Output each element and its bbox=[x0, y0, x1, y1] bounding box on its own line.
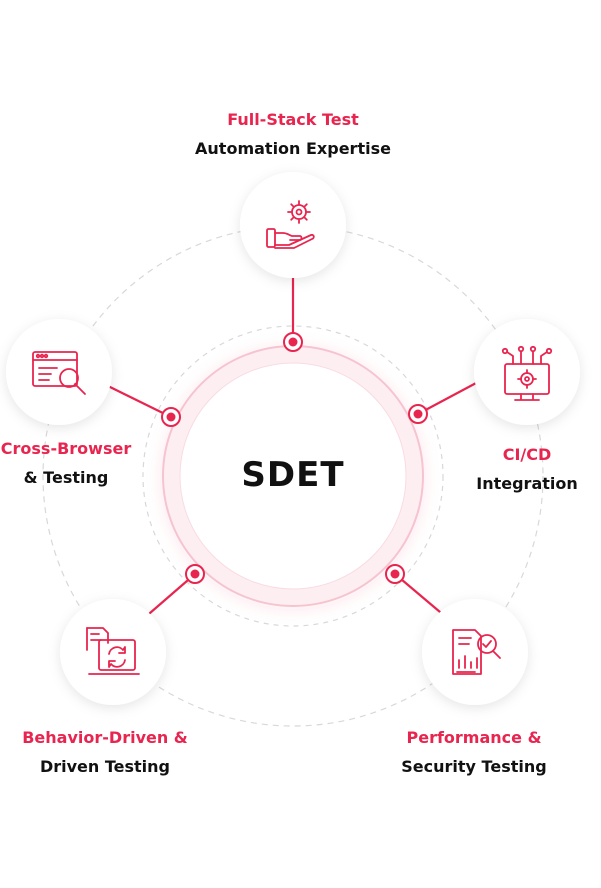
label-performance-line2: Security Testing bbox=[401, 757, 547, 776]
document-refresh-icon bbox=[86, 627, 140, 675]
report-magnifier-icon bbox=[452, 629, 501, 675]
label-cross-browser: Cross-Browser & Testing bbox=[0, 434, 132, 492]
label-full-stack: Full-Stack Test Automation Expertise bbox=[143, 105, 443, 163]
connector-ci-cd bbox=[416, 380, 480, 416]
center-title: SDET bbox=[241, 455, 345, 495]
label-performance: Performance & Security Testing bbox=[384, 723, 564, 781]
inner-dashed-ring bbox=[142, 325, 444, 627]
label-full-stack-line2: Automation Expertise bbox=[195, 139, 391, 158]
label-bdd-line2: Driven Testing bbox=[39, 757, 171, 776]
label-performance-line1: Performance & bbox=[406, 728, 542, 747]
center-disc bbox=[179, 362, 407, 590]
label-ci-cd: CI/CD Integration bbox=[447, 440, 601, 498]
label-full-stack-line1: Full-Stack Test bbox=[227, 110, 359, 129]
dot-bdd bbox=[185, 564, 205, 584]
browser-magnifier-icon bbox=[32, 351, 86, 395]
label-bdd-line1: Behavior-Driven & bbox=[22, 728, 188, 747]
monitor-gear-icon bbox=[501, 345, 553, 401]
dot-cross-browser bbox=[161, 407, 181, 427]
dot-full-stack bbox=[283, 332, 303, 352]
label-cross-browser-line2: & Testing bbox=[23, 468, 109, 487]
node-full-stack bbox=[240, 172, 346, 278]
node-bdd bbox=[60, 599, 166, 705]
gear-hand-icon bbox=[266, 200, 315, 249]
connector-cross-browser bbox=[108, 385, 173, 419]
node-performance bbox=[422, 599, 528, 705]
node-cross-browser bbox=[6, 319, 112, 425]
label-ci-cd-line1: CI/CD bbox=[502, 445, 552, 464]
label-ci-cd-line2: Integration bbox=[476, 474, 578, 493]
label-cross-browser-line1: Cross-Browser bbox=[0, 439, 132, 458]
ring-dots bbox=[161, 332, 428, 584]
label-bdd: Behavior-Driven & Driven Testing bbox=[5, 723, 205, 781]
dot-performance bbox=[385, 564, 405, 584]
dot-ci-cd bbox=[408, 404, 428, 424]
